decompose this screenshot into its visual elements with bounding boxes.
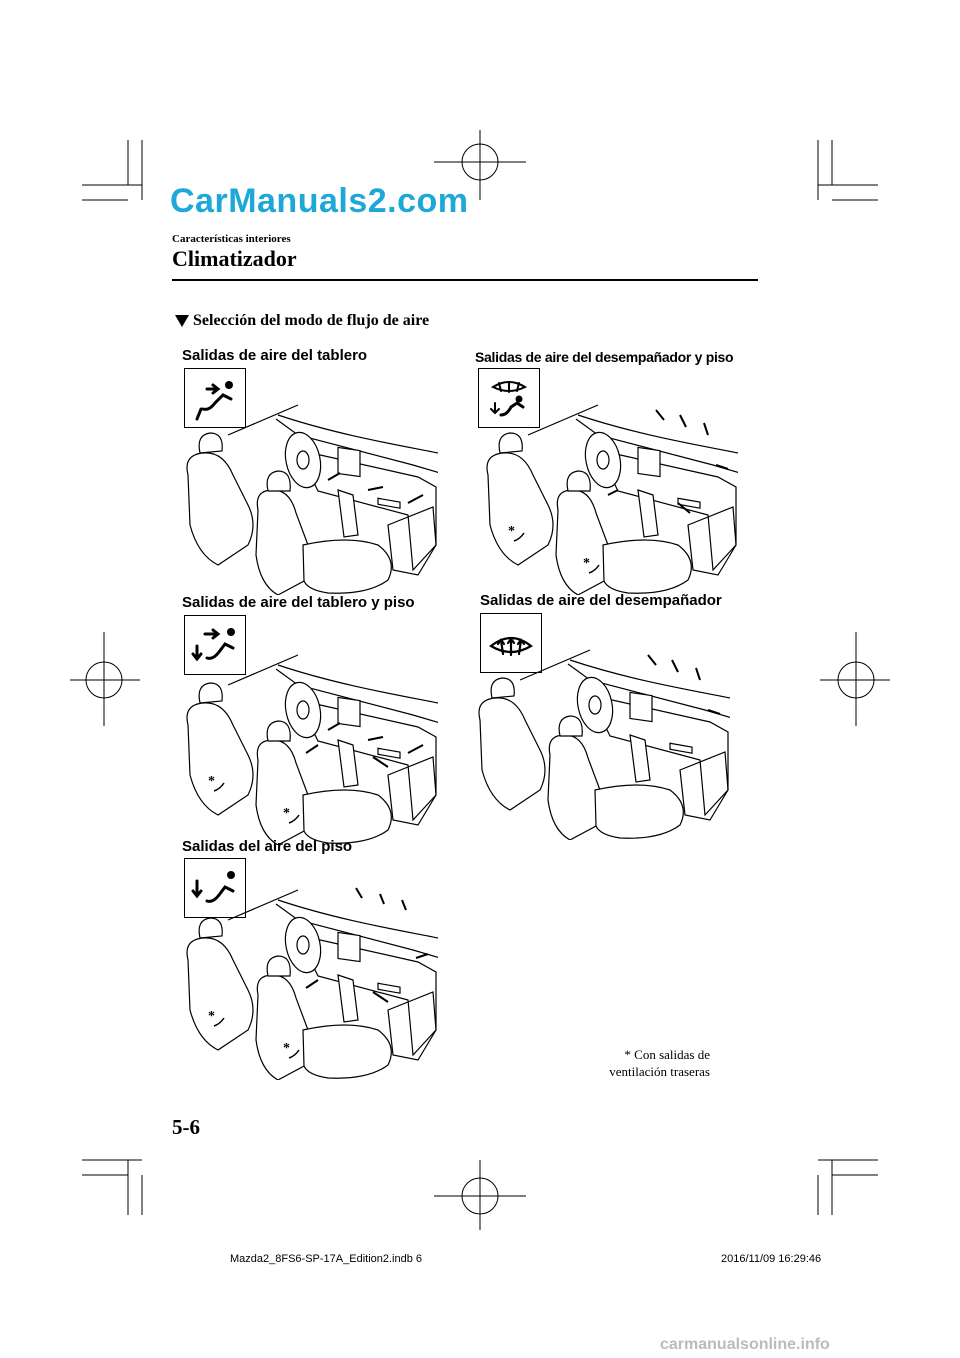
dashboard-vent-icon <box>184 368 246 428</box>
car-illustration-floor <box>186 887 438 1080</box>
panel-title-defroster-floor: Salidas de aire del desempañador y piso <box>475 349 734 365</box>
watermark-logo: CarManuals2.com <box>170 182 469 220</box>
subheading: Selección del modo de flujo de aire <box>175 312 429 330</box>
site-footer: carmanualsonline.info <box>660 1336 830 1353</box>
defroster-floor-icon <box>478 368 540 428</box>
defroster-icon <box>480 613 542 673</box>
car-illustration-dashboard <box>186 404 438 595</box>
car-illustration-dashboard-floor <box>186 654 438 845</box>
panel-title-dashboard-floor: Salidas de aire del tablero y piso <box>182 594 415 611</box>
floor-vent-icon <box>184 858 246 918</box>
car-illustration-defroster-floor <box>486 404 738 595</box>
footnote-line-1: * Con salidas de <box>624 1047 710 1062</box>
subheading-text: Selección del modo de flujo de aire <box>193 312 430 329</box>
section-label: Características interiores <box>172 233 291 245</box>
footer-filename: Mazda2_8FS6-SP-17A_Edition2.indb 6 <box>230 1253 423 1265</box>
panel-title-dashboard: Salidas de aire del tablero <box>182 347 368 364</box>
footnote: * Con salidas de ventilación traseras <box>590 1046 710 1080</box>
page-title: Climatizador <box>172 246 297 271</box>
footer-timestamp: 2016/11/09 16:29:46 <box>721 1253 822 1265</box>
footnote-line-2: ventilación traseras <box>609 1064 710 1079</box>
panel-title-floor: Salidas del aire del piso <box>182 838 353 855</box>
triangle-bullet-icon <box>175 315 189 327</box>
car-illustration-defroster <box>478 649 730 840</box>
title-divider <box>172 279 758 281</box>
page-number: 5-6 <box>172 1115 200 1139</box>
dashboard-floor-icon <box>184 615 246 675</box>
panel-title-defroster: Salidas de aire del desempañador <box>480 592 722 609</box>
